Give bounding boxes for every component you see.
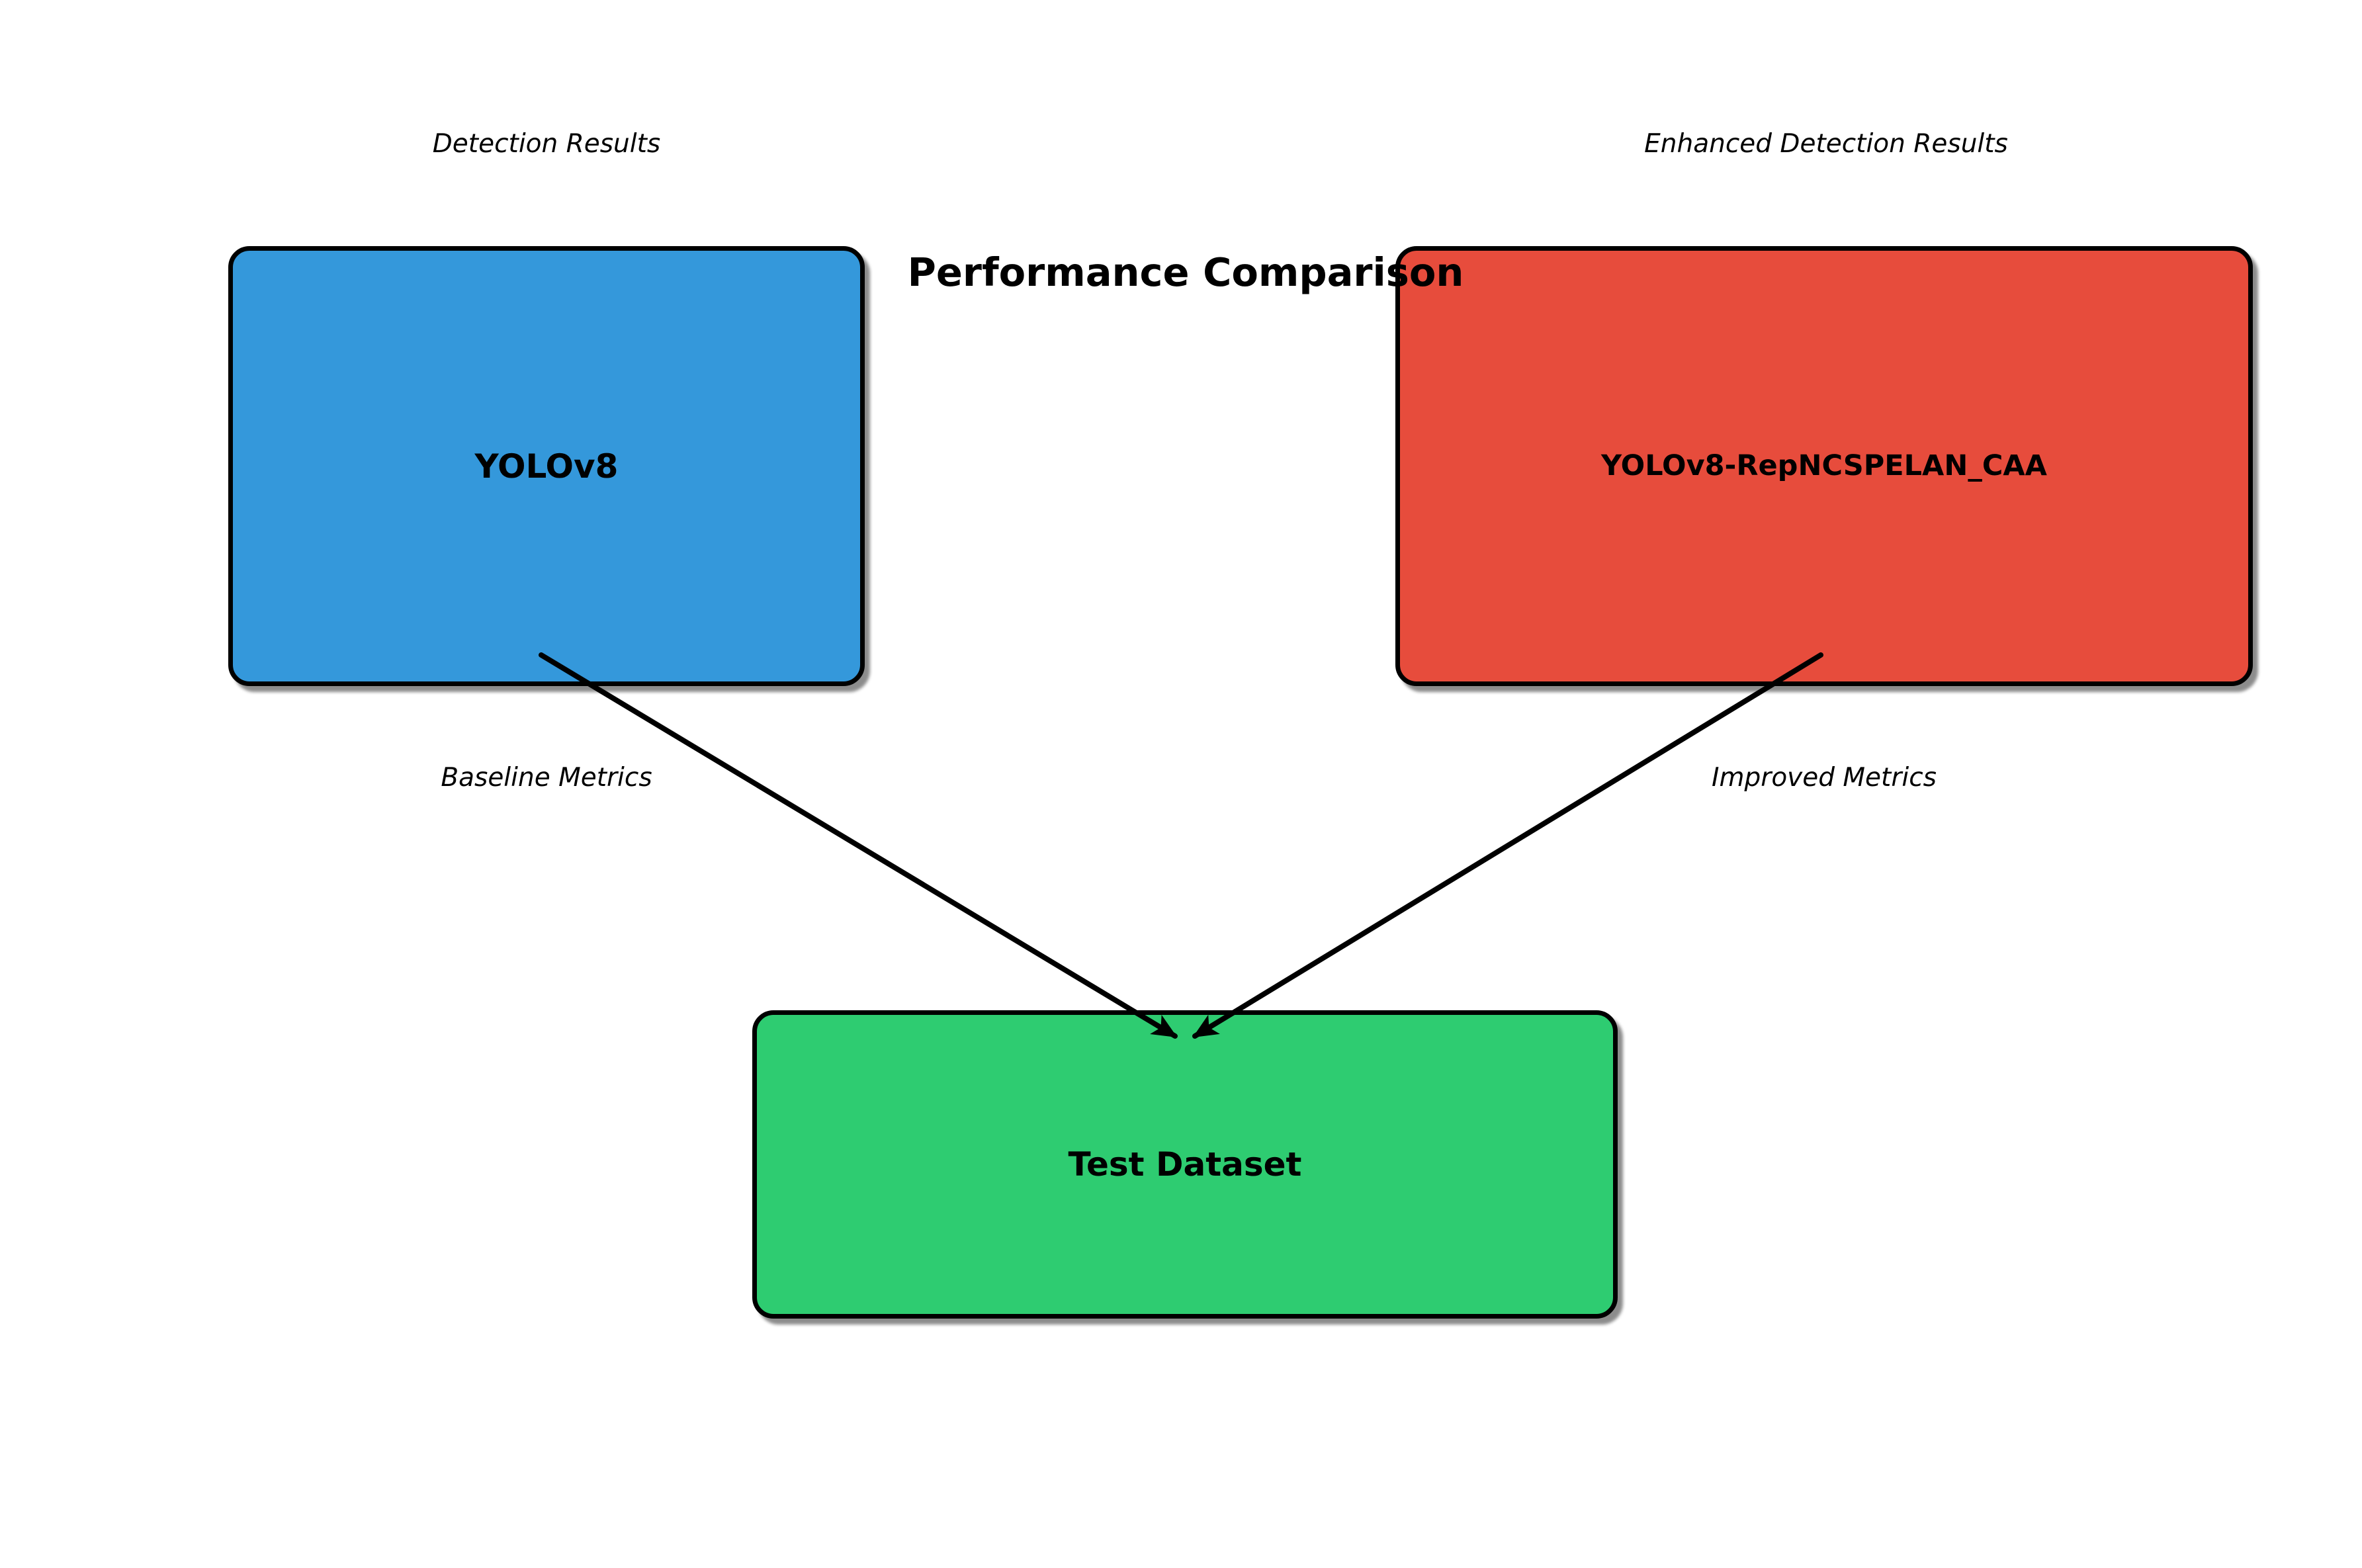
improved-metrics-label: Improved Metrics <box>1712 763 1937 793</box>
diagram-title: Performance Comparison <box>907 249 1464 295</box>
improved-metrics-arrow <box>1192 652 1823 1039</box>
yolov8-box: YOLOv8 <box>228 246 865 686</box>
detection-results-label: Detection Results <box>432 129 661 159</box>
baseline-metrics-label: Baseline Metrics <box>441 763 652 793</box>
baseline-metrics-arrow <box>539 652 1178 1039</box>
enhanced-detection-results-label: Enhanced Detection Results <box>1644 129 2008 159</box>
test-dataset-box-label: Test Dataset <box>1068 1145 1302 1184</box>
yolov8-repncspelan-caa-box: YOLOv8-RepNCSPELAN_CAA <box>1395 246 2253 686</box>
test-dataset-box: Test Dataset <box>752 1010 1618 1319</box>
yolov8-box-label: YOLOv8 <box>474 447 619 486</box>
yolov8-repncspelan-caa-box-label: YOLOv8-RepNCSPELAN_CAA <box>1601 449 2047 482</box>
